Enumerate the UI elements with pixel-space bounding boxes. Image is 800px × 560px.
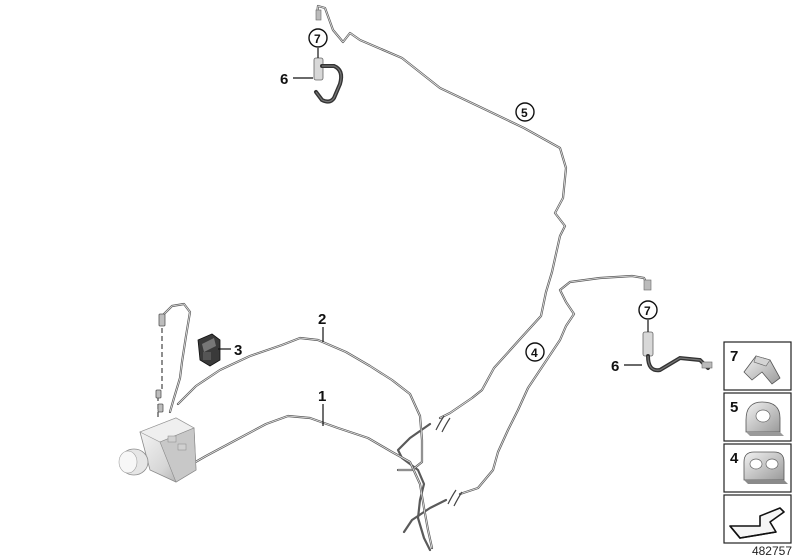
single-pipe-holder-icon: [745, 401, 784, 436]
svg-text:3: 3: [234, 342, 242, 359]
callout-7b: 7: [638, 300, 658, 332]
module-feed-pipe: [160, 302, 192, 414]
callout-6a: 6: [280, 71, 313, 88]
callout-5: 5: [515, 102, 535, 122]
brake-hose-right: [642, 279, 713, 373]
svg-text:6: 6: [611, 358, 619, 375]
callout-1: 1: [318, 388, 326, 426]
pipe-fittings: [155, 313, 166, 413]
hydraulic-unit: [118, 417, 197, 483]
front-arrow-icon: [729, 507, 785, 539]
callout-6b: 6: [611, 358, 642, 375]
svg-text:7: 7: [644, 304, 651, 318]
svg-text:1: 1: [318, 388, 326, 405]
callout-4: 4: [525, 342, 545, 362]
pipe-2: [176, 336, 424, 472]
svg-text:6: 6: [280, 71, 288, 88]
brake-hose-top: [313, 9, 344, 104]
break-mark-upper: [435, 415, 451, 433]
pipe-4: [402, 274, 650, 534]
double-pipe-holder-icon: [743, 451, 788, 484]
callout-3: 3: [218, 342, 242, 359]
callout-7a: 7: [308, 28, 328, 58]
svg-text:7: 7: [314, 32, 321, 46]
legend-label-7: 7: [730, 348, 738, 365]
break-mark-lower: [447, 489, 463, 507]
svg-text:5: 5: [521, 106, 528, 120]
legend-panel: 7 5 4: [723, 341, 792, 544]
callout-2: 2: [318, 311, 326, 342]
holder-part-3: [197, 333, 221, 367]
svg-text:4: 4: [531, 346, 538, 360]
pipe-clip-icon: [743, 355, 781, 385]
pipe-1: [176, 414, 434, 550]
reference-number: 482757: [751, 544, 792, 558]
legend-label-4: 4: [730, 450, 739, 467]
svg-text:2: 2: [318, 311, 326, 328]
pipe-5: [315, 4, 568, 552]
legend-label-5: 5: [730, 399, 738, 416]
